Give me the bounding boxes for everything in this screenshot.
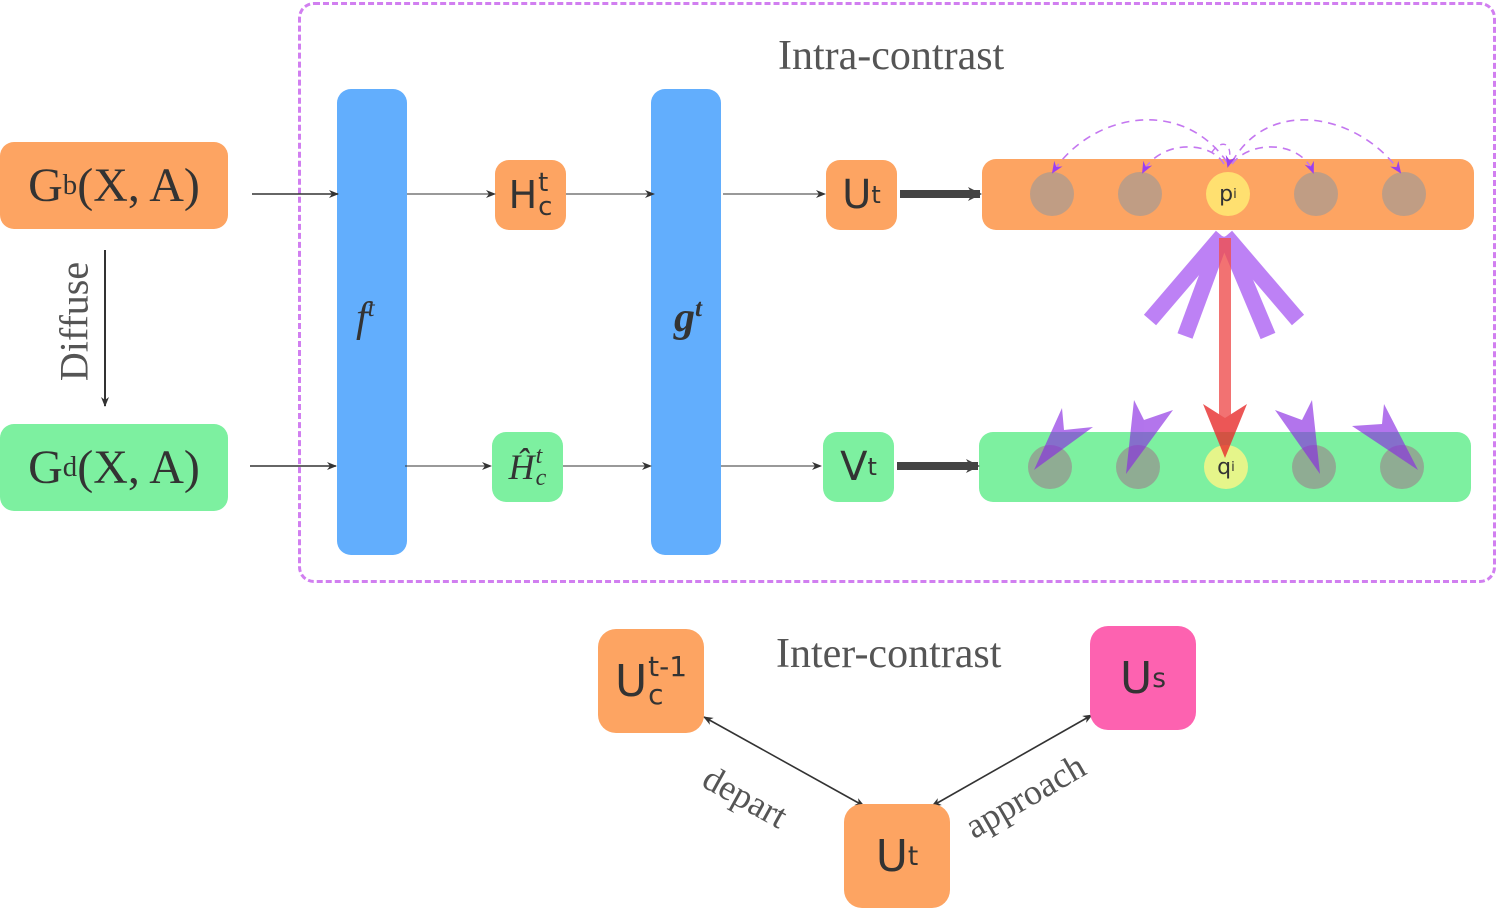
v-node — [1116, 445, 1160, 489]
intra-contrast-frame — [298, 2, 1496, 583]
hc-hat-sub: c — [535, 465, 547, 491]
g-encoder-label: gt — [674, 294, 702, 342]
f-encoder-bar — [337, 89, 407, 555]
u-node — [1382, 172, 1426, 216]
us-sub: s — [1152, 662, 1166, 694]
uc-sup: t-1 — [648, 650, 688, 683]
g-sup: t — [695, 295, 702, 322]
us-name: U — [1120, 652, 1153, 704]
gd-args: (X, A) — [77, 441, 200, 494]
v-node — [1380, 445, 1424, 489]
gd-sub: d — [62, 451, 78, 483]
gb-name: G — [28, 159, 63, 212]
u-node — [1294, 172, 1338, 216]
g-name: g — [674, 295, 695, 341]
vt-name: V — [840, 444, 868, 490]
ut-current-sup: t — [907, 840, 919, 872]
v-node — [1028, 445, 1072, 489]
hc-name: H — [508, 173, 538, 217]
uc-sub: c — [648, 678, 664, 711]
hc-sub: c — [538, 192, 553, 222]
g-encoder-bar — [651, 89, 721, 555]
f-encoder-label: ft — [356, 294, 375, 342]
u-node — [1118, 172, 1162, 216]
ut-sup: t — [871, 181, 881, 209]
inter-contrast-title: Inter-contrast — [776, 631, 1002, 677]
hc-sup: t — [538, 168, 549, 198]
diffuse-label: Diffuse — [51, 261, 97, 382]
hc-hat-name: Ĥ — [508, 447, 535, 487]
gd-name: G — [28, 441, 63, 494]
q-sub: i — [1231, 459, 1235, 475]
q-name: q — [1217, 454, 1232, 480]
depart-label: depart — [696, 757, 795, 837]
ut-current-name: U — [875, 830, 908, 882]
f-sup: t — [367, 295, 375, 322]
gb-sub: b — [62, 169, 78, 201]
p-sub: i — [1233, 186, 1237, 202]
u-node — [1030, 172, 1074, 216]
v-node — [1292, 445, 1336, 489]
vt-sup: t — [867, 453, 877, 481]
ut-name: U — [842, 172, 872, 218]
approach-label: approach — [958, 745, 1093, 847]
p-name: p — [1219, 181, 1234, 207]
intra-contrast-title: Intra-contrast — [778, 33, 1005, 79]
uc-name: U — [614, 655, 648, 707]
f-name: f — [356, 295, 368, 341]
hc-hat-sup: t — [535, 443, 543, 469]
gb-args: (X, A) — [77, 159, 200, 212]
